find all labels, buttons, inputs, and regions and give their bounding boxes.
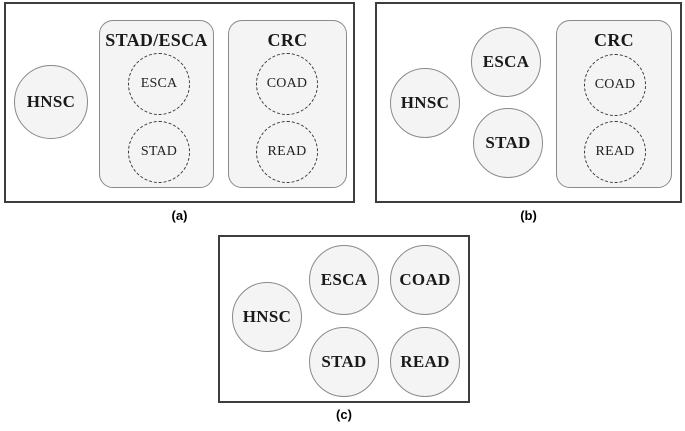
node-hnsc-label: HNSC	[242, 307, 292, 326]
caption-b: (b)	[520, 208, 537, 223]
node-stad-label: STAD	[485, 133, 531, 152]
node-read: READ	[390, 327, 460, 397]
node-read-label: READ	[400, 352, 450, 371]
node-coad: COAD	[390, 245, 460, 315]
caption-c: (c)	[336, 407, 352, 422]
dashed-node-coad: COAD	[256, 53, 318, 115]
dashed-node-read: READ	[256, 121, 318, 183]
dashed-node-coad-label: COAD	[594, 77, 636, 92]
node-hnsc: HNSC	[232, 282, 302, 352]
node-stad: STAD	[309, 327, 379, 397]
group-stad-esca-title: STAD/ESCA	[105, 30, 208, 50]
node-esca-label: ESCA	[482, 52, 530, 71]
node-stad: STAD	[473, 108, 543, 178]
node-hnsc: HNSC	[390, 68, 460, 138]
node-stad-label: STAD	[321, 352, 367, 371]
dashed-node-stad: STAD	[128, 121, 190, 183]
panel-a: HNSC STAD/ESCA ESCA STAD CRC COAD READ	[4, 2, 355, 203]
group-crc-title: CRC	[267, 30, 308, 50]
dashed-node-esca-label: ESCA	[140, 76, 178, 91]
node-coad-label: COAD	[399, 270, 451, 289]
dashed-node-coad: COAD	[584, 54, 646, 116]
dashed-node-stad-label: STAD	[140, 144, 178, 159]
dashed-node-esca: ESCA	[128, 53, 190, 115]
group-crc-title: CRC	[594, 30, 634, 50]
node-hnsc-label: HNSC	[400, 93, 450, 112]
node-hnsc: HNSC	[14, 65, 88, 139]
dashed-node-coad-label: COAD	[266, 76, 308, 91]
node-esca-label: ESCA	[320, 270, 368, 289]
node-esca: ESCA	[471, 27, 541, 97]
dashed-node-read-label: READ	[267, 144, 307, 159]
panel-c: HNSC ESCA COAD STAD READ	[218, 235, 470, 403]
dashed-node-read-label: READ	[595, 144, 635, 159]
panel-b: HNSC ESCA STAD CRC COAD READ	[375, 2, 682, 203]
dashed-node-read: READ	[584, 121, 646, 183]
node-esca: ESCA	[309, 245, 379, 315]
caption-a: (a)	[171, 208, 188, 223]
node-hnsc-label: HNSC	[26, 92, 76, 111]
